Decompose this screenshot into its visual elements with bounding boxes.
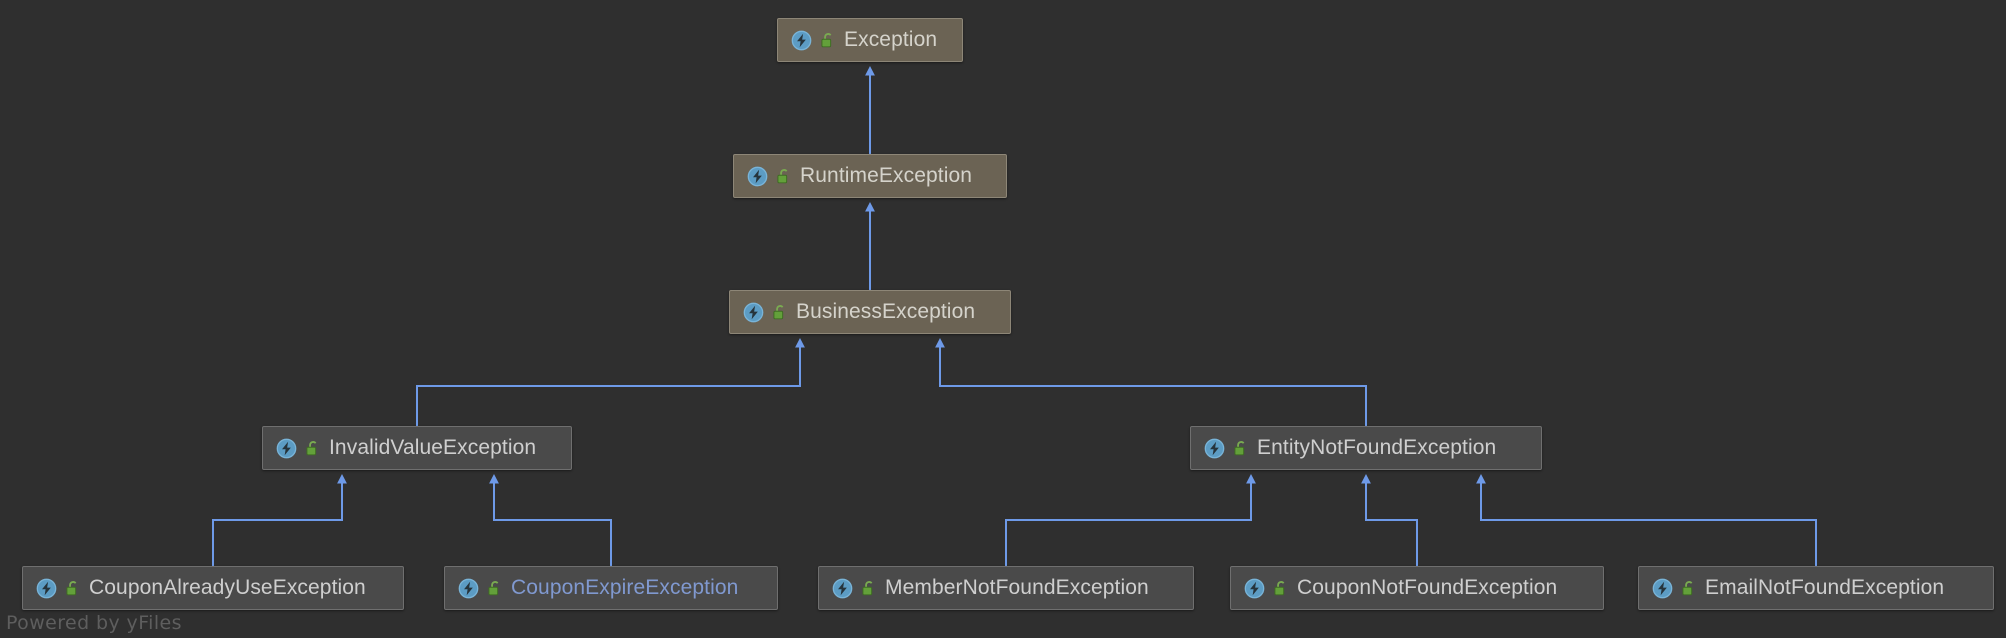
public-unlocked-icon bbox=[305, 440, 320, 457]
class-name-label: CouponNotFoundException bbox=[1297, 576, 1558, 599]
class-name-label: MemberNotFoundException bbox=[885, 576, 1149, 599]
exception-class-icon bbox=[1652, 578, 1673, 599]
public-unlocked-icon bbox=[772, 304, 787, 321]
exception-class-icon bbox=[276, 438, 297, 459]
class-node-entitynotfoundexception[interactable]: EntityNotFoundException bbox=[1190, 426, 1542, 470]
public-unlocked-icon bbox=[1681, 580, 1696, 597]
exception-class-icon bbox=[36, 578, 57, 599]
class-name-label: RuntimeException bbox=[800, 164, 973, 187]
exception-class-icon bbox=[747, 166, 768, 187]
edge-couponexpire-to-invalidvalue bbox=[489, 474, 612, 566]
class-node-exception[interactable]: Exception bbox=[777, 18, 963, 62]
class-name-label: BusinessException bbox=[796, 300, 976, 323]
edge-couponalreadyuse-to-invalidvalue bbox=[212, 474, 347, 566]
edge-emailnotfound-to-entitynotfound bbox=[1476, 474, 1817, 566]
public-unlocked-icon bbox=[65, 580, 80, 597]
edge-couponnotfound-to-entitynotfound bbox=[1361, 474, 1418, 566]
class-name-label: CouponAlreadyUseException bbox=[89, 576, 366, 599]
exception-class-icon bbox=[791, 30, 812, 51]
class-node-couponexpireexception[interactable]: CouponExpireException bbox=[444, 566, 778, 610]
public-unlocked-icon bbox=[1233, 440, 1248, 457]
exception-class-icon bbox=[832, 578, 853, 599]
class-node-couponalreadyuseexception[interactable]: CouponAlreadyUseException bbox=[22, 566, 404, 610]
exception-class-icon bbox=[458, 578, 479, 599]
class-name-label: CouponExpireException bbox=[511, 576, 739, 599]
public-unlocked-icon bbox=[776, 168, 791, 185]
class-name-label: EmailNotFoundException bbox=[1705, 576, 1945, 599]
yfiles-watermark: Powered by yFiles bbox=[6, 612, 182, 634]
exception-class-icon bbox=[1204, 438, 1225, 459]
class-node-membernotfoundexception[interactable]: MemberNotFoundException bbox=[818, 566, 1194, 610]
public-unlocked-icon bbox=[861, 580, 876, 597]
edge-invalidvalue-to-business bbox=[416, 338, 805, 426]
class-name-label: Exception bbox=[844, 28, 938, 51]
class-node-emailnotfoundexception[interactable]: EmailNotFoundException bbox=[1638, 566, 1994, 610]
edge-membernotfound-to-entitynotfound bbox=[1005, 474, 1256, 566]
exception-class-icon bbox=[743, 302, 764, 323]
class-name-label: InvalidValueException bbox=[329, 436, 537, 459]
public-unlocked-icon bbox=[820, 32, 835, 49]
public-unlocked-icon bbox=[487, 580, 502, 597]
class-name-label: EntityNotFoundException bbox=[1257, 436, 1497, 459]
edge-entitynotfound-to-business bbox=[935, 338, 1367, 426]
class-node-couponnotfoundexception[interactable]: CouponNotFoundException bbox=[1230, 566, 1604, 610]
class-node-runtimeexception[interactable]: RuntimeException bbox=[733, 154, 1007, 198]
exception-class-icon bbox=[1244, 578, 1265, 599]
class-node-invalidvalueexception[interactable]: InvalidValueException bbox=[262, 426, 572, 470]
public-unlocked-icon bbox=[1273, 580, 1288, 597]
class-node-businessexception[interactable]: BusinessException bbox=[729, 290, 1011, 334]
